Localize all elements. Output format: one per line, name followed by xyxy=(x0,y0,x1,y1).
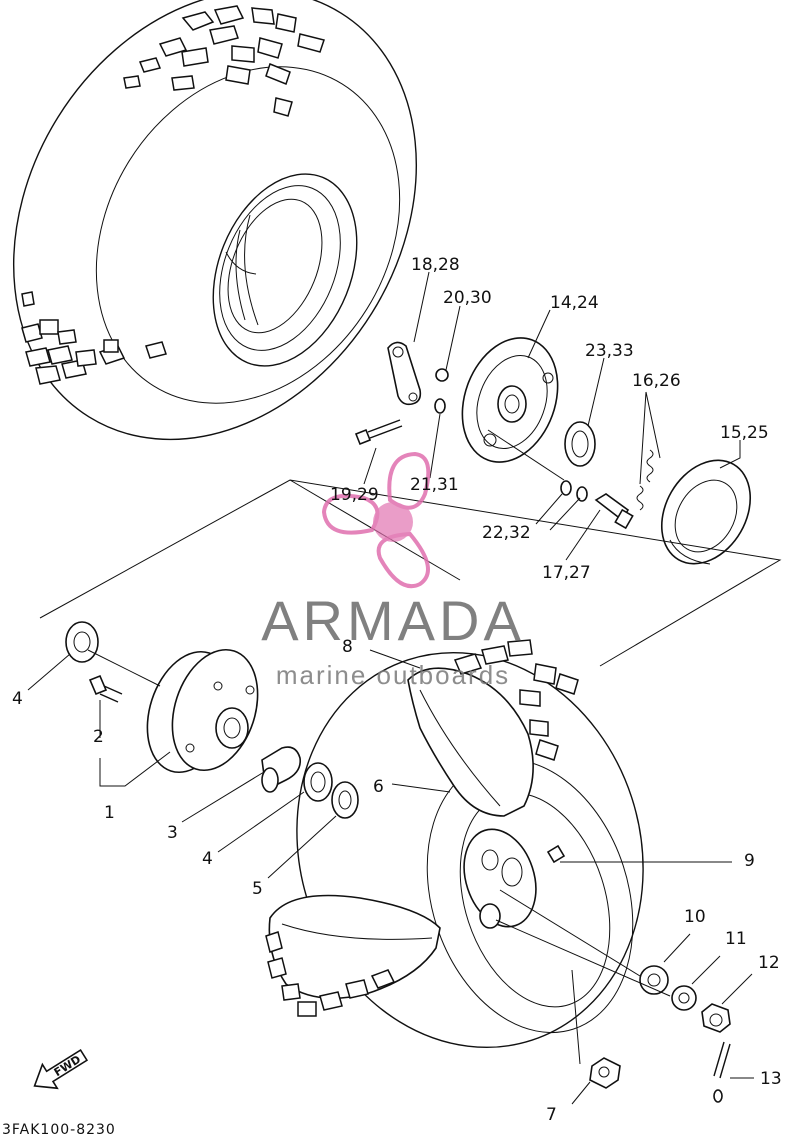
o-rings-22 xyxy=(560,480,588,502)
fwd-label: FWD xyxy=(52,1053,83,1079)
label-10: 10 xyxy=(684,907,706,927)
upper-tire-tread-side xyxy=(21,291,167,385)
label-4-lower: 4 xyxy=(202,849,213,869)
brake-cam-lever xyxy=(387,341,422,406)
label-7: 7 xyxy=(546,1105,557,1125)
label-4-upper: 4 xyxy=(12,689,23,709)
label-8: 8 xyxy=(342,637,353,657)
label-9: 9 xyxy=(744,851,755,871)
label-20-30: 20,30 xyxy=(443,288,492,308)
brake-shoe-plate xyxy=(461,337,559,463)
washer-10 xyxy=(639,965,669,995)
spacer-3 xyxy=(261,746,302,793)
small-nut-20 xyxy=(435,368,449,382)
rear-hub-1 xyxy=(146,648,259,774)
oil-seal-23 xyxy=(564,421,596,467)
assembly-outline xyxy=(39,479,782,667)
lever-bolt xyxy=(354,419,403,446)
label-12: 12 xyxy=(758,953,780,973)
bearing-4b xyxy=(303,762,333,802)
label-19-29: 19,29 xyxy=(330,485,379,505)
label-1: 1 xyxy=(104,803,115,823)
label-6: 6 xyxy=(373,777,384,797)
lower-tire-tread xyxy=(265,639,579,1017)
label-17-27: 17,27 xyxy=(542,563,591,583)
brake-shoes-15 xyxy=(660,459,752,565)
diagram-code: 3FAK100-8230 xyxy=(2,1122,116,1137)
watermark: ARMADA marine outboards xyxy=(261,451,525,690)
label-14-24: 14,24 xyxy=(550,293,599,313)
label-18-28: 18,28 xyxy=(411,255,460,275)
washer-21 xyxy=(434,398,446,414)
propeller-logo xyxy=(321,451,431,589)
lower-leaders xyxy=(369,649,754,1105)
label-2: 2 xyxy=(93,727,104,747)
label-11: 11 xyxy=(725,929,747,949)
return-springs-16 xyxy=(636,449,654,511)
bolt-2 xyxy=(88,674,123,703)
nut-7 xyxy=(589,1057,621,1089)
brake-leaders xyxy=(363,271,741,561)
cotter-pin-13 xyxy=(713,1041,731,1103)
upper-tire-tread xyxy=(123,5,325,117)
label-15-25: 15,25 xyxy=(720,423,769,443)
seal-5 xyxy=(331,781,359,819)
part-labels: 18,28 20,30 14,24 23,33 16,26 15,25 19,2… xyxy=(12,255,782,1125)
fwd-arrow: FWD xyxy=(33,1048,89,1090)
label-21-31: 21,31 xyxy=(410,475,459,495)
lower-tire xyxy=(265,639,644,1049)
hub-leaders xyxy=(27,649,337,879)
label-3: 3 xyxy=(167,823,178,843)
watermark-subtitle: marine outboards xyxy=(276,660,510,690)
camshaft-17 xyxy=(594,493,634,530)
label-13: 13 xyxy=(760,1069,782,1089)
watermark-title: ARMADA xyxy=(261,589,525,652)
label-16-26: 16,26 xyxy=(632,371,681,391)
bearing-4a xyxy=(65,621,99,663)
label-22-32: 22,32 xyxy=(482,523,531,543)
label-23-33: 23,33 xyxy=(585,341,634,361)
washer-11 xyxy=(671,985,697,1011)
castle-nut-12 xyxy=(701,1003,731,1033)
label-5: 5 xyxy=(252,879,263,899)
upper-tire xyxy=(13,0,417,441)
